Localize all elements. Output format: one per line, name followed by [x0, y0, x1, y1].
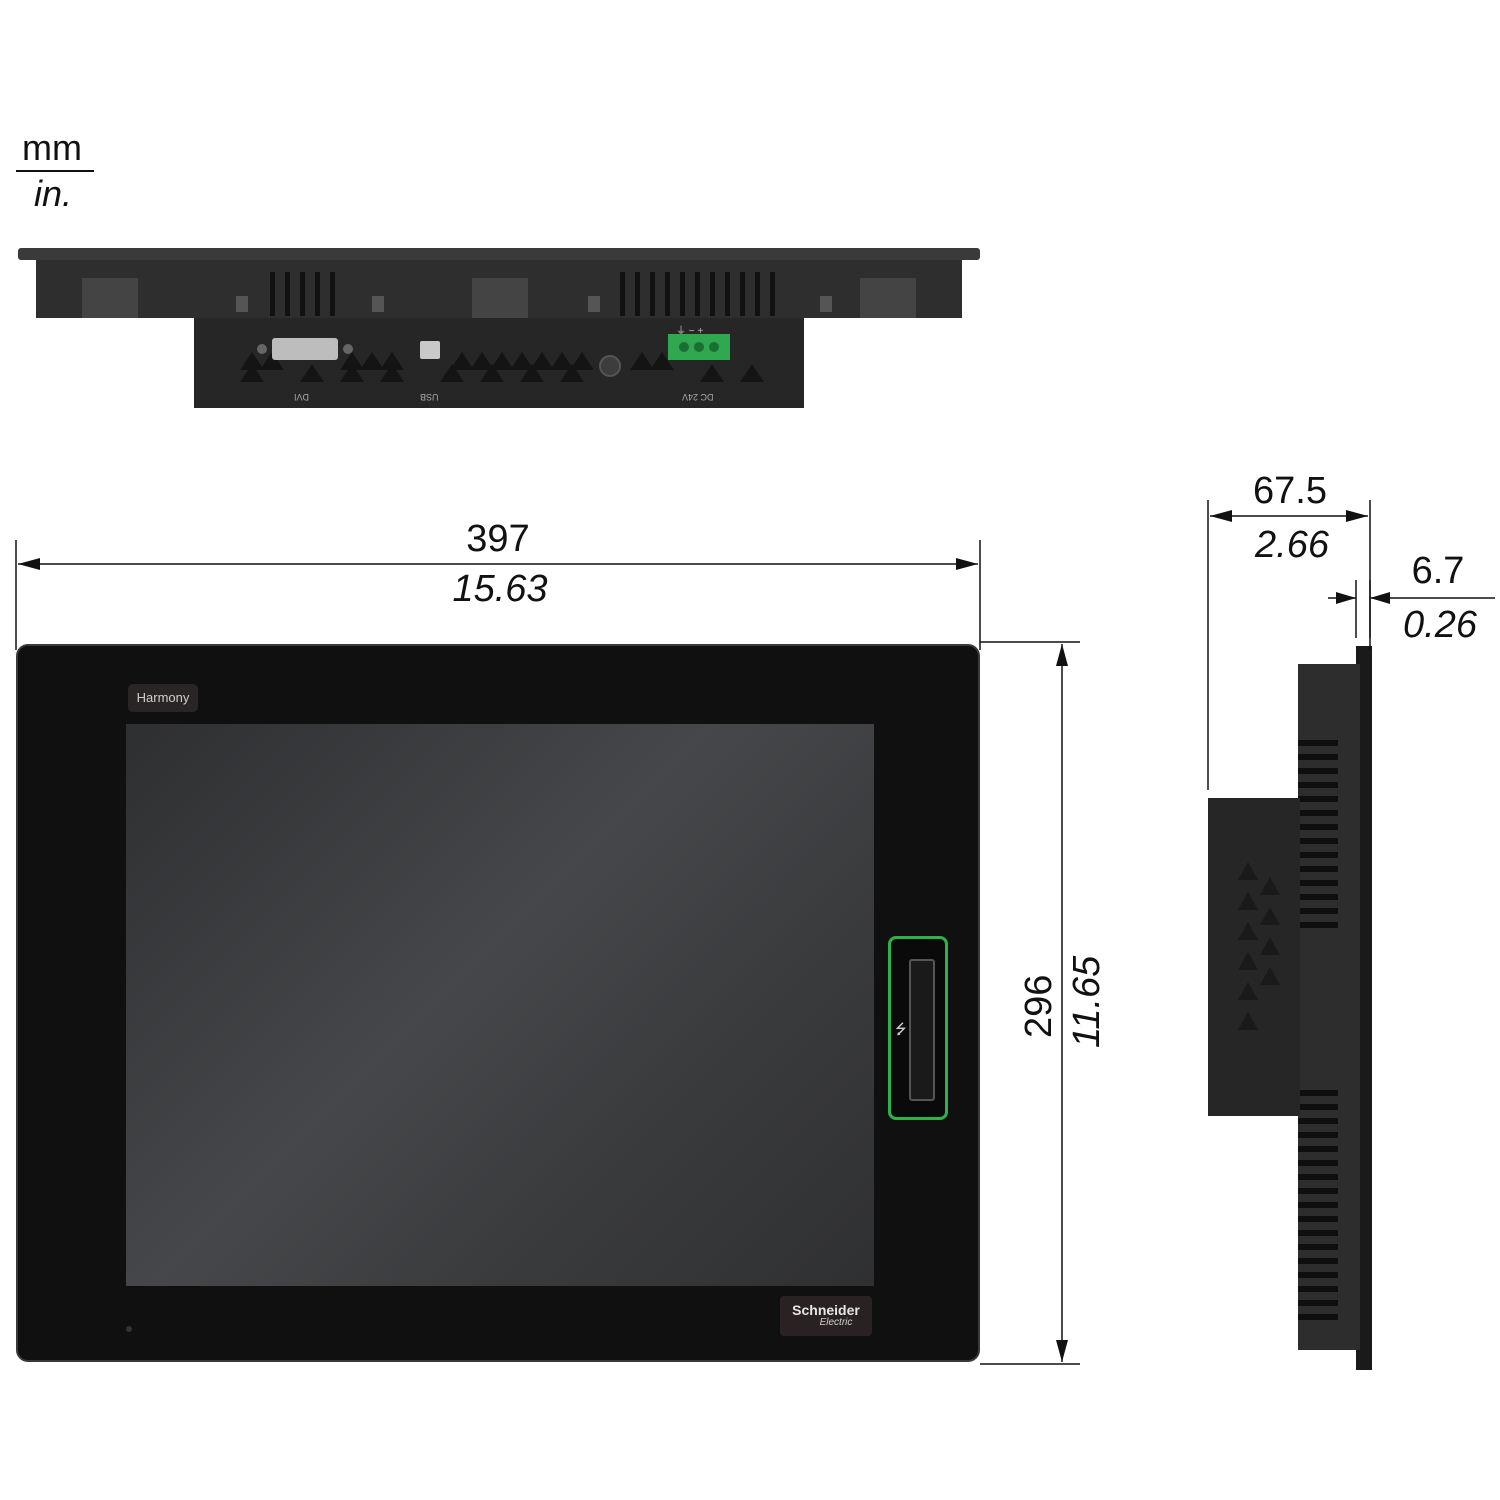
unit-mm-label: mm — [22, 127, 82, 168]
depth-mm-value: 67.5 — [1253, 470, 1327, 512]
port-label-dvi: DVI — [294, 392, 310, 402]
usb-slot — [909, 959, 935, 1101]
port-label-usb: USB — [420, 392, 439, 402]
bezel-mm-value: 6.7 — [1411, 550, 1465, 592]
status-led — [126, 1326, 132, 1332]
top-vents-left — [270, 272, 335, 316]
brand-badge-label: Harmony — [136, 690, 190, 705]
usb-front-port[interactable]: ⭍ — [888, 936, 948, 1120]
bezel-dimension-lines — [1328, 580, 1495, 638]
terminal-symbols-label: ⏚ − + — [676, 326, 704, 337]
top-view — [0, 0, 1500, 440]
usb-b-port — [420, 341, 440, 359]
brand-badge: Harmony — [128, 684, 198, 712]
height-in-value: 11.65 — [1066, 955, 1108, 1048]
height-mm-value: 296 — [1018, 974, 1060, 1038]
usb-icon: ⭍ — [895, 1021, 907, 1037]
schneider-logo: Schneider Electric — [780, 1296, 872, 1336]
logo-subtext: Electric — [819, 1317, 853, 1328]
side-view-drawing — [1208, 646, 1372, 1370]
front-view: Harmony ⭍ Schneider Electric — [16, 644, 980, 1362]
top-clips — [82, 278, 916, 318]
top-front-plate — [18, 248, 980, 260]
top-vents-right — [620, 272, 775, 316]
logo-text: Schneider — [792, 1302, 860, 1318]
top-view-drawing — [18, 248, 980, 408]
top-screws — [236, 296, 832, 312]
touch-screen[interactable] — [126, 724, 874, 1286]
top-rear-vents — [240, 352, 764, 382]
height-dimension-lines — [980, 641, 1080, 1365]
depth-in-value: 2.66 — [1255, 524, 1329, 566]
bezel-in-value: 0.26 — [1403, 604, 1477, 646]
side-rear-pattern — [1238, 862, 1280, 1030]
ground-screw — [599, 355, 621, 377]
unit-divider — [16, 170, 94, 172]
width-dimension-lines — [15, 540, 981, 650]
dvi-port — [272, 338, 338, 360]
width-in-value: 15.63 — [452, 568, 548, 610]
side-rear-box — [1208, 798, 1300, 1116]
side-vents — [1298, 740, 1338, 1320]
port-label-power: DC 24V — [682, 392, 714, 402]
width-mm-value: 397 — [466, 518, 530, 560]
unit-in-label: in. — [34, 173, 73, 214]
